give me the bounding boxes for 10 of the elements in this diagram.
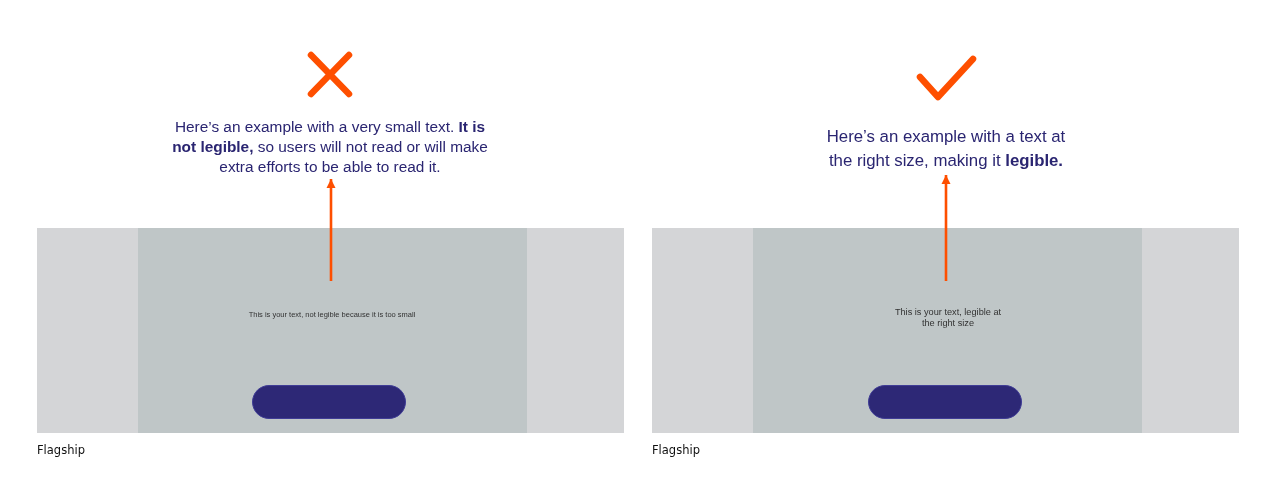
- explanation-text: Here’s an example with a text at the right size, making it legible.: [820, 125, 1072, 173]
- format-label: Flagship: [652, 443, 700, 457]
- body-text: This is your text, legible at the right size: [893, 307, 1003, 329]
- page-mockup: [652, 228, 1239, 433]
- content-area: [753, 228, 1142, 433]
- page-mockup: [37, 228, 624, 433]
- format-label: Flagship: [37, 443, 85, 457]
- arrow: [326, 179, 336, 281]
- content-area: [138, 228, 527, 433]
- explanation-text: Here’s an example with a very small text. It is not legible, so users will not read or will make extra efforts to be able to read it.: [166, 117, 494, 177]
